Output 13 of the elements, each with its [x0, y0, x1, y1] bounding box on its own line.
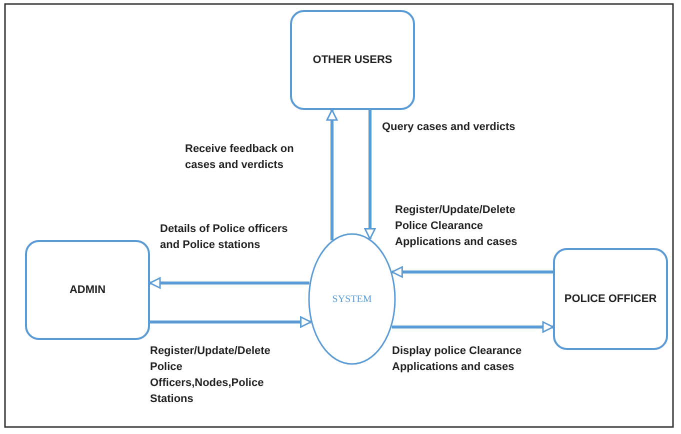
node-label: SYSTEM — [332, 294, 372, 304]
arrow — [364, 110, 376, 240]
arrow — [392, 321, 554, 333]
entity-box — [553, 248, 668, 350]
node-label: ADMIN — [69, 284, 106, 296]
node-label: POLICE OFFICER — [564, 293, 657, 305]
arrow — [150, 316, 312, 328]
arrow — [149, 277, 310, 289]
entity-box — [25, 240, 150, 340]
entity-box — [290, 10, 415, 110]
node-label: OTHER USERS — [312, 54, 392, 66]
arrow — [326, 109, 338, 240]
arrow — [391, 266, 553, 278]
